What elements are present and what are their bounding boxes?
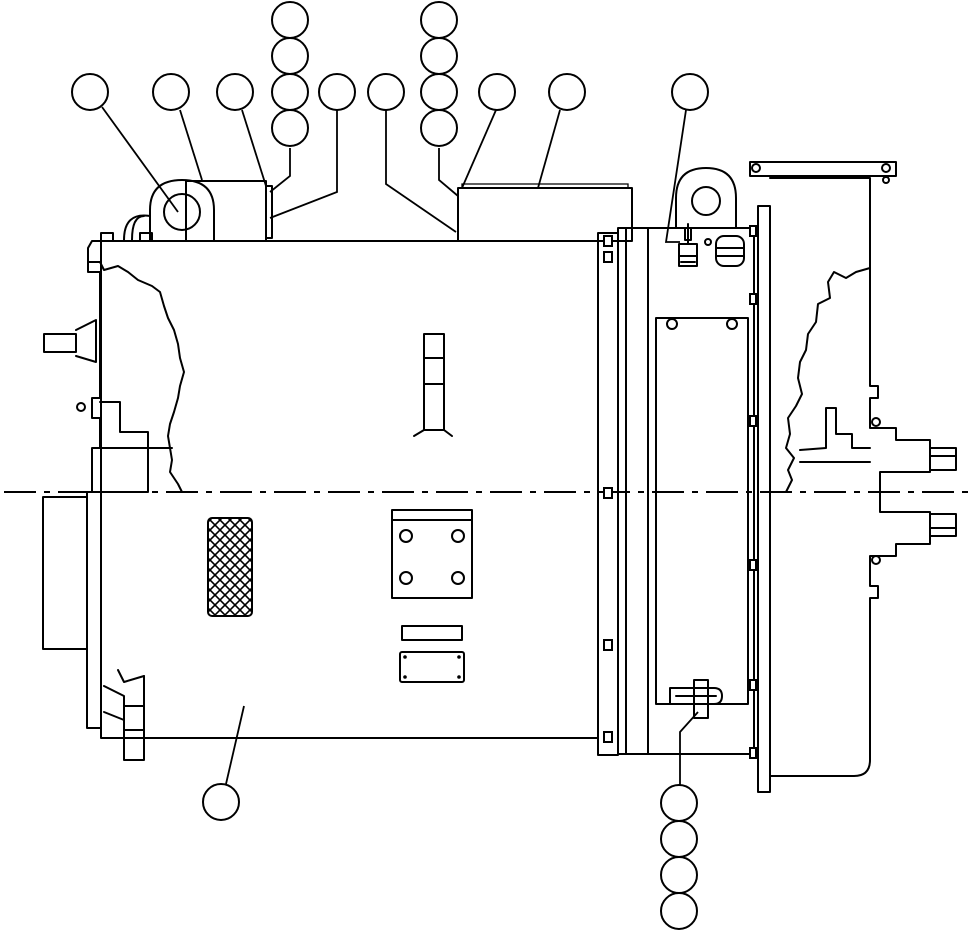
lifting-eye-left — [123, 179, 215, 241]
callout-balloon — [318, 73, 356, 111]
callout-balloon — [202, 783, 240, 821]
callout-balloon — [152, 73, 190, 111]
callout-balloon — [271, 37, 309, 75]
name-plate — [399, 625, 465, 683]
callout-balloon — [420, 109, 458, 147]
right-housing — [749, 161, 957, 793]
callout-balloon — [660, 856, 698, 894]
callout-balloon — [216, 73, 254, 111]
callout-balloon — [660, 820, 698, 858]
callout-balloon — [271, 73, 309, 111]
callout-balloons — [71, 1, 709, 930]
callout-balloon — [660, 784, 698, 822]
filler-cap — [704, 235, 745, 267]
access-plate — [391, 509, 473, 599]
callout-balloon — [420, 37, 458, 75]
lifting-eye-right — [675, 167, 737, 229]
callout-balloon — [367, 73, 405, 111]
callout-balloon — [271, 1, 309, 39]
callout-balloon — [420, 73, 458, 111]
callout-balloon — [271, 109, 309, 147]
callout-balloon — [420, 1, 458, 39]
callout-balloon — [671, 73, 709, 111]
drain-handle — [669, 679, 723, 719]
terminal-box — [185, 180, 273, 242]
leader-lines — [101, 106, 699, 786]
callout-balloon — [548, 73, 586, 111]
callout-balloon — [71, 73, 109, 111]
main-housing — [42, 232, 599, 761]
center-flange — [597, 225, 757, 759]
sight-indicator — [413, 333, 453, 437]
callout-balloon — [660, 892, 698, 930]
mesh-grille — [207, 517, 253, 617]
callout-balloon — [478, 73, 516, 111]
breather-plug — [678, 223, 698, 267]
